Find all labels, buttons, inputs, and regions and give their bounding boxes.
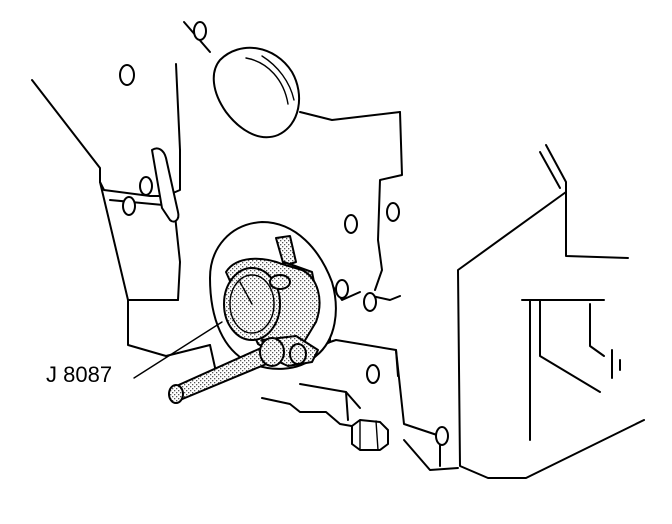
engine-block-outline	[31, 21, 217, 373]
tool-callout-label: J 8087	[46, 362, 113, 387]
indicator-stem	[275, 235, 297, 267]
bolt-holes	[119, 21, 449, 446]
oil-pan	[457, 144, 645, 479]
bolt-hole	[193, 21, 207, 41]
dial-bezel	[229, 274, 275, 334]
indicator-knob	[269, 274, 291, 290]
dial-indicator	[168, 235, 321, 404]
flange-slot	[151, 147, 180, 223]
bolt-hole	[366, 364, 380, 384]
clamp-screw	[289, 343, 307, 365]
bolt-hole	[435, 426, 449, 446]
bracket-bolt	[351, 419, 389, 451]
bolt-hole	[119, 64, 135, 86]
rod-collar	[259, 337, 285, 367]
dial-needle	[239, 281, 253, 305]
callout-leader	[133, 321, 223, 379]
bolt-hole	[139, 176, 153, 196]
bolt-hole	[363, 292, 377, 312]
bolt-hole	[344, 214, 358, 234]
cylinder-bore	[212, 46, 301, 139]
bolt-hole	[386, 202, 400, 222]
bolt-hole	[335, 279, 349, 299]
bolt-hole	[122, 196, 136, 216]
rod-end	[168, 384, 184, 404]
